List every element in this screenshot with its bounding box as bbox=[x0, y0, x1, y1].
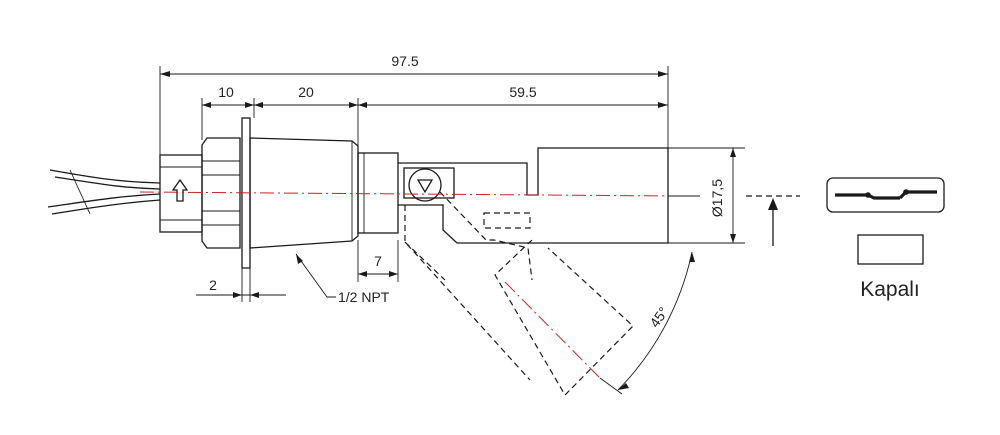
float-length-label: 59.5 bbox=[509, 84, 536, 100]
flange-thickness-label: 2 bbox=[209, 277, 217, 293]
internal-slot bbox=[483, 212, 531, 229]
diameter-label: Ø17,5 bbox=[709, 179, 725, 217]
cable-gland-body bbox=[159, 154, 203, 233]
centerlines bbox=[139, 191, 676, 379]
stem bbox=[357, 152, 399, 234]
stem-length-label: 7 bbox=[374, 253, 382, 269]
dimension-diameter bbox=[668, 147, 745, 244]
threaded-section bbox=[249, 137, 359, 249]
cable-wires bbox=[47, 169, 161, 215]
thread-length-label: 20 bbox=[298, 84, 314, 100]
dimension-chain bbox=[201, 98, 668, 146]
switch-state-label: Kapalı bbox=[860, 278, 920, 301]
body-length-label: 10 bbox=[218, 84, 234, 100]
float-tilted-dashed bbox=[404, 191, 634, 396]
reed-switch-contact-icon bbox=[826, 177, 945, 213]
thread-callout-label: 1/2 NPT bbox=[338, 289, 390, 305]
dimension-stem bbox=[357, 240, 399, 282]
thread-leader bbox=[295, 253, 336, 298]
dimension-angle bbox=[599, 251, 695, 395]
overall-length-label: 97.5 bbox=[391, 53, 418, 69]
dimension-overall bbox=[159, 66, 669, 155]
hex-nut bbox=[201, 137, 241, 249]
level-indicator bbox=[746, 195, 800, 246]
pivot-hinge bbox=[408, 168, 442, 202]
tilt-angle-label: 45° bbox=[646, 304, 671, 331]
up-arrow-icon bbox=[171, 178, 189, 202]
switch-state-box bbox=[857, 234, 924, 265]
dimension-flange bbox=[196, 268, 286, 302]
